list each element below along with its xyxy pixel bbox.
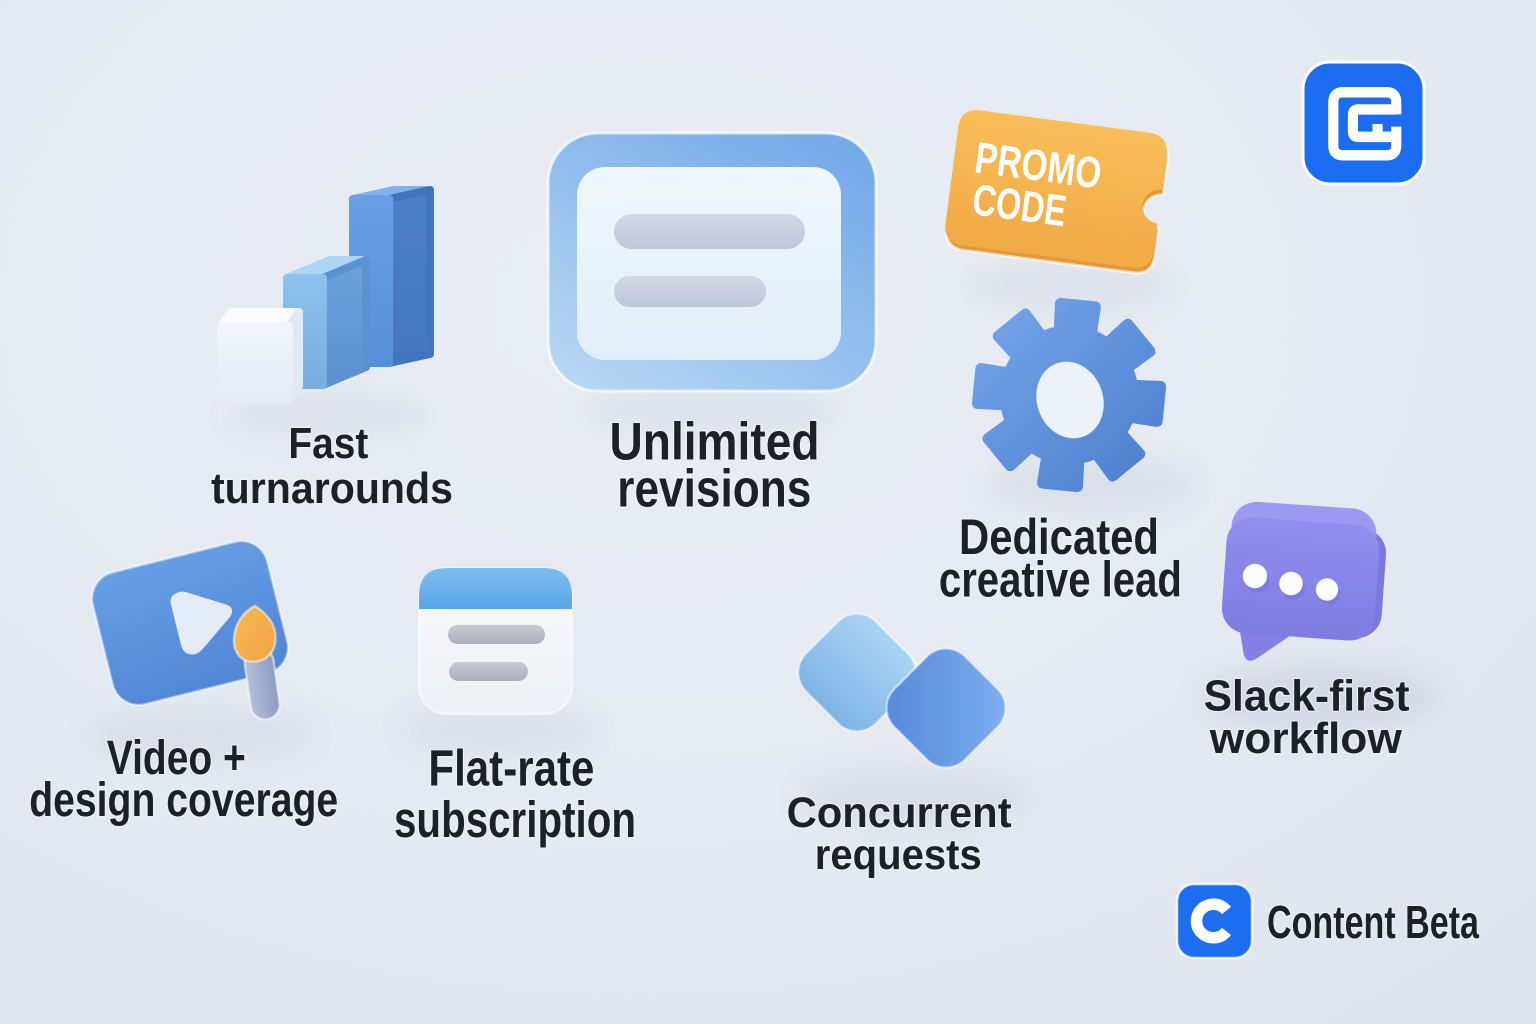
svg-text:Flat-rate: Flat-rate	[428, 739, 594, 796]
svg-text:requests: requests	[815, 831, 982, 879]
svg-text:Slack-first: Slack-first	[1204, 672, 1410, 721]
svg-text:turnarounds: turnarounds	[211, 464, 453, 513]
svg-text:Content Beta: Content Beta	[1267, 896, 1479, 948]
svg-text:Video +: Video +	[107, 732, 246, 785]
svg-text:design coverage: design coverage	[29, 774, 338, 827]
svg-text:CODE: CODE	[970, 175, 1070, 236]
svg-text:Dedicated: Dedicated	[959, 509, 1159, 565]
svg-text:workflow: workflow	[1209, 714, 1403, 763]
svg-text:subscription: subscription	[394, 791, 636, 848]
svg-text:creative lead: creative lead	[939, 552, 1182, 608]
svg-text:revisions: revisions	[617, 460, 811, 519]
svg-text:Unlimited: Unlimited	[610, 412, 820, 471]
svg-text:Fast: Fast	[288, 419, 368, 468]
svg-text:Concurrent: Concurrent	[787, 789, 1012, 837]
